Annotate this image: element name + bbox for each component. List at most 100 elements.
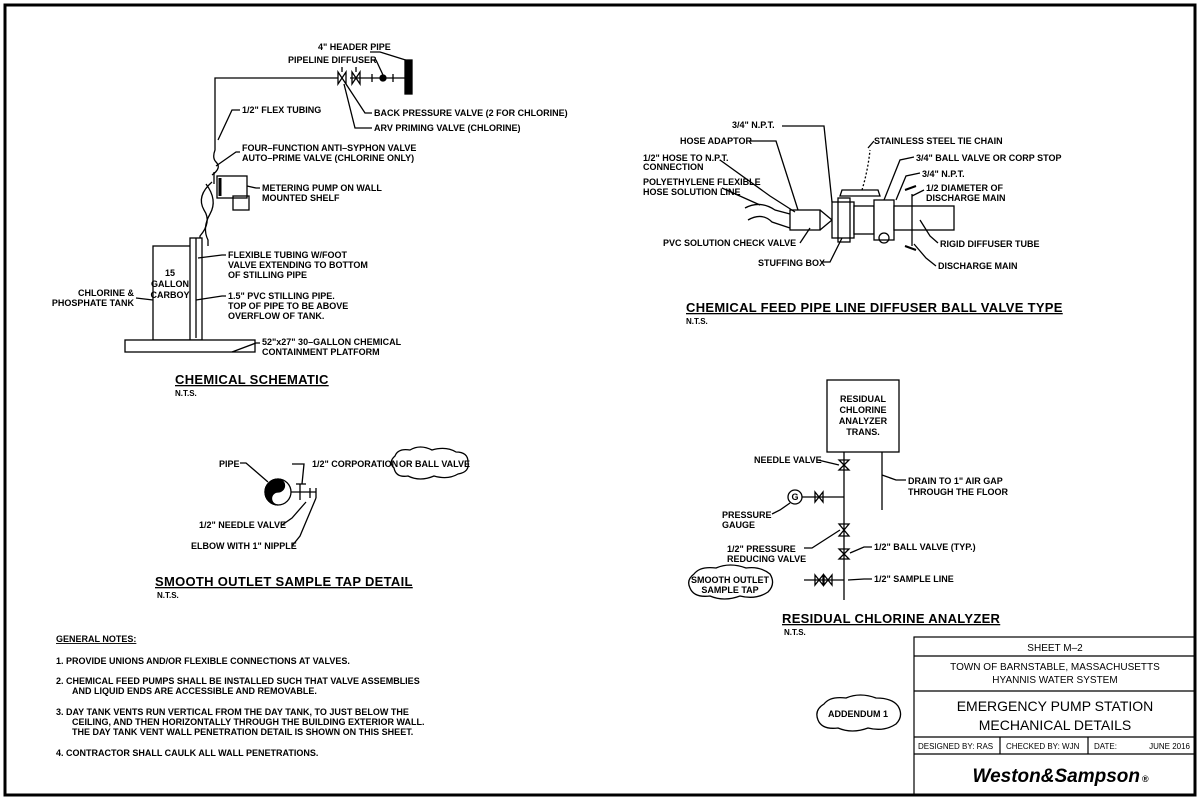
chemical-schematic-title: CHEMICAL SCHEMATIC <box>175 372 329 387</box>
designed-by: DESIGNED BY: RAS <box>918 742 993 751</box>
npt-right-label: 3/4" N.P.T. <box>922 169 965 179</box>
note-2-cont: AND LIQUID ENDS ARE ACCESSIBLE AND REMOV… <box>72 686 317 696</box>
discharge-main-label: DISCHARGE MAIN <box>938 261 1018 271</box>
containment-platform <box>124 339 256 353</box>
sheet-border <box>3 3 1197 797</box>
date-value: JUNE 2016 <box>1149 742 1190 751</box>
firm-logo: Weston&Sampson <box>972 766 1140 787</box>
pressure-gauge-label-2: GAUGE <box>722 520 755 530</box>
platform-label: 52"x27" 30–GALLON CHEMICAL <box>262 337 402 347</box>
chemical-schematic <box>124 51 413 353</box>
chemical-schematic-nts: N.T.S. <box>175 389 197 398</box>
note-2: 2. CHEMICAL FEED PUMPS SHALL BE INSTALLE… <box>56 676 420 686</box>
needle-valve-label: 1/2" NEEDLE VALVE <box>199 520 286 530</box>
addendum-cloud <box>816 694 902 732</box>
carboy-label-3: CARBOY <box>150 290 189 300</box>
analyzer-detail <box>688 379 906 600</box>
metering-pump-label: METERING PUMP ON WALL <box>262 183 382 193</box>
foot-valve-label-3: OF STILLING PIPE <box>228 270 307 280</box>
date-label: DATE: <box>1094 742 1117 751</box>
tank-label: CHLORINE & <box>78 288 135 298</box>
analyzer-title: RESIDUAL CHLORINE ANALYZER <box>782 611 1001 626</box>
sample-tap-nts: N.T.S. <box>157 591 179 600</box>
title-block <box>913 636 1196 796</box>
corporation-label: 1/2" CORPORATION <box>312 459 398 469</box>
water-system: HYANNIS WATER SYSTEM <box>992 675 1117 686</box>
chemical-schematic-labels: 4" HEADER PIPE PIPELINE DIFFUSER 1/2" FL… <box>52 42 568 398</box>
back-pressure-valve-label: BACK PRESSURE VALVE (2 FOR CHLORINE) <box>374 108 568 118</box>
project-name: EMERGENCY PUMP STATION <box>957 698 1154 714</box>
drain-label: DRAIN TO 1" AIR GAP <box>908 476 1003 486</box>
title-block-text: SHEET M–2 TOWN OF BARNSTABLE, MASSACHUSE… <box>918 643 1191 787</box>
diffuser-detail <box>719 125 955 267</box>
analyzer-box-label: RESIDUAL <box>840 394 887 404</box>
note-1: 1. PROVIDE UNIONS AND/OR FLEXIBLE CONNEC… <box>56 656 350 666</box>
analyzer-box-label-4: TRANS. <box>846 427 880 437</box>
elbow-label: ELBOW WITH 1" NIPPLE <box>191 541 297 551</box>
tank-label-2: PHOSPHATE TANK <box>52 298 135 308</box>
needle-valve-label-2: NEEDLE VALVE <box>754 455 822 465</box>
half-diameter-label-2: DISCHARGE MAIN <box>926 193 1006 203</box>
town-name: TOWN OF BARNSTABLE, MASSACHUSETTS <box>950 662 1160 673</box>
poly-hose-label: POLYETHYLENE FLEXIBLE <box>643 177 761 187</box>
prv-label: 1/2" PRESSURE <box>727 544 796 554</box>
gauge-symbol-label: G <box>791 492 798 502</box>
pressure-gauge-label: PRESSURE <box>722 510 772 520</box>
analyzer-box <box>826 379 900 453</box>
drain-label-2: THROUGH THE FLOOR <box>908 487 1008 497</box>
hose-adaptor-label: HOSE ADAPTOR <box>680 136 753 146</box>
note-4: 4. CONTRACTOR SHALL CAULK ALL WALL PENET… <box>56 748 318 758</box>
stilling-pipe-label-2: TOP OF PIPE TO BE ABOVE <box>228 301 348 311</box>
analyzer-box-label-3: ANALYZER <box>839 416 888 426</box>
note-3-cont: CEILING, AND THEN HORIZONTALLY THROUGH T… <box>72 717 425 727</box>
smooth-outlet-label-2: SAMPLE TAP <box>701 585 758 595</box>
rigid-tube-label: RIGID DIFFUSER TUBE <box>940 239 1040 249</box>
foot-valve-label-2: VALVE EXTENDING TO BOTTOM <box>228 260 368 270</box>
sheet-number: SHEET M–2 <box>1027 643 1083 654</box>
prv-label-2: REDUCING VALVE <box>727 554 806 564</box>
tie-chain-label: STAINLESS STEEL TIE CHAIN <box>874 136 1003 146</box>
sample-tap-labels: PIPE 1/2" CORPORATION OR BALL VALVE 1/2"… <box>155 459 470 600</box>
pipeline-diffuser-label: PIPELINE DIFFUSER <box>288 55 377 65</box>
stilling-pipe-label: 1.5" PVC STILLING PIPE. <box>228 291 335 301</box>
hose-npt-label: 1/2" HOSE TO N.P.T. <box>643 153 728 163</box>
sample-tap-title: SMOOTH OUTLET SAMPLE TAP DETAIL <box>155 574 413 589</box>
header-pipe <box>404 59 413 95</box>
general-notes-heading: GENERAL NOTES: <box>56 634 136 644</box>
smooth-outlet-label: SMOOTH OUTLET <box>691 575 769 585</box>
sheet-title: MECHANICAL DETAILS <box>979 717 1131 733</box>
stilling-pipe-label-3: OVERFLOW OF TANK. <box>228 311 324 321</box>
poly-hose-label-2: HOSE SOLUTION LINE <box>643 187 741 197</box>
half-diameter-label: 1/2 DIAMETER OF <box>926 183 1004 193</box>
carboy-label-2: GALLON <box>151 279 189 289</box>
ball-valve-body <box>831 201 855 239</box>
diffuser-nts: N.T.S. <box>686 317 708 326</box>
note-3-cont-2: THE DAY TANK VENT WALL PENETRATION DETAI… <box>72 727 413 737</box>
diffuser-title: CHEMICAL FEED PIPE LINE DIFFUSER BALL VA… <box>686 300 1063 315</box>
sample-tap-detail <box>240 446 469 547</box>
stuffing-box-label: STUFFING BOX <box>758 258 825 268</box>
flex-tubing-label: 1/2" FLEX TUBING <box>242 105 321 115</box>
arv-priming-valve-label: ARV PRIMING VALVE (CHLORINE) <box>374 123 521 133</box>
metering-pump-label-2: MOUNTED SHELF <box>262 193 340 203</box>
header-pipe-label: 4" HEADER PIPE <box>318 42 391 52</box>
hose-npt-label-2: CONNECTION <box>643 162 704 172</box>
revision-cloud-2 <box>688 564 774 600</box>
sample-line-label: 1/2" SAMPLE LINE <box>874 574 954 584</box>
revision-cloud <box>390 446 469 480</box>
ball-valve-typ-label: 1/2" BALL VALVE (TYP.) <box>874 542 976 552</box>
diffuser-labels: 3/4" N.P.T. HOSE ADAPTOR 1/2" HOSE TO N.… <box>643 120 1063 326</box>
checked-by: CHECKED BY: WJN <box>1006 742 1080 751</box>
pipe-label: PIPE <box>219 459 240 469</box>
analyzer-nts: N.T.S. <box>784 628 806 637</box>
foot-valve-label: FLEXIBLE TUBING W/FOOT <box>228 250 347 260</box>
note-3: 3. DAY TANK VENTS RUN VERTICAL FROM THE … <box>56 707 409 717</box>
general-notes: GENERAL NOTES: 1. PROVIDE UNIONS AND/OR … <box>56 634 425 758</box>
addendum-label: ADDENDUM 1 <box>828 709 888 719</box>
or-ball-valve-label: OR BALL VALVE <box>399 459 470 469</box>
ball-valve-label: 3/4" BALL VALVE OR CORP STOP <box>916 153 1061 163</box>
check-valve-label: PVC SOLUTION CHECK VALVE <box>663 238 796 248</box>
anti-syphon-label: FOUR–FUNCTION ANTI–SYPHON VALVE <box>242 143 416 153</box>
platform-label-2: CONTAINMENT PLATFORM <box>262 347 380 357</box>
